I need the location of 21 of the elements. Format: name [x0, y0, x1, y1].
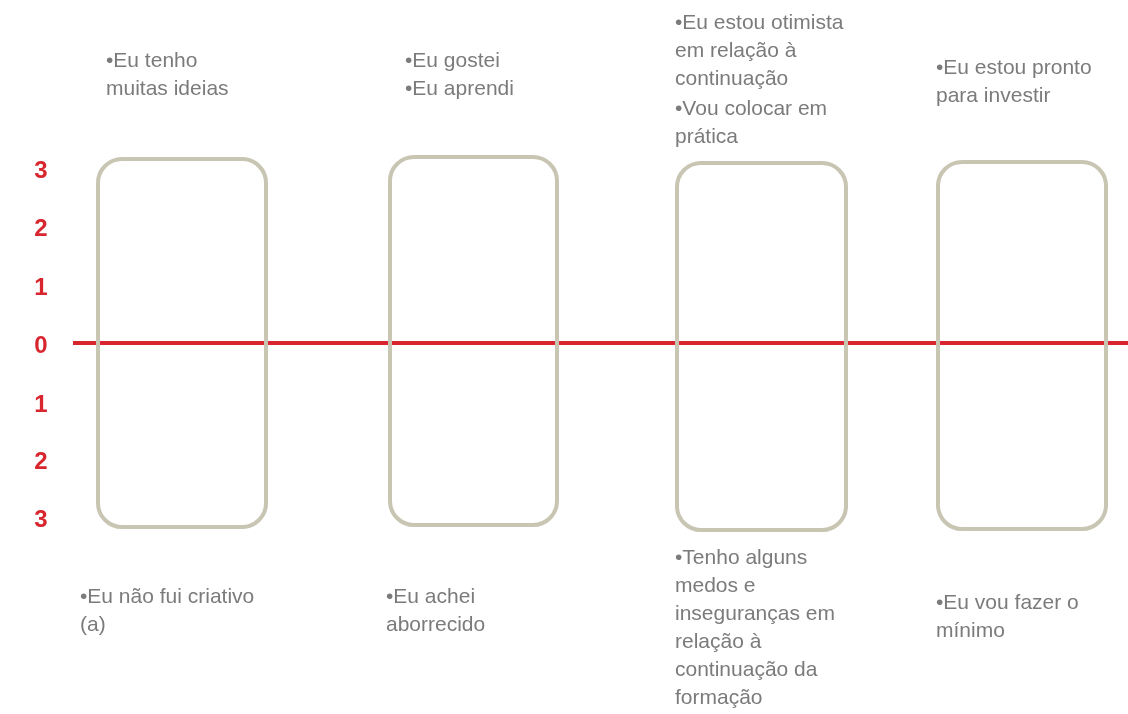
- scale-number: 1: [33, 390, 49, 418]
- rounded-box: [96, 157, 268, 529]
- statement-text: •Eu aprendi: [405, 75, 515, 101]
- statement-text: •Eu estou otimista em relação à continuação: [675, 9, 845, 91]
- scale-number: 2: [33, 214, 49, 242]
- scale-number: 0: [33, 331, 49, 359]
- statement-text: •Eu achei aborrecido: [386, 583, 487, 637]
- rounded-box: [936, 160, 1108, 531]
- rounded-box: [675, 161, 848, 532]
- scale-number: 2: [33, 447, 49, 475]
- scale-number: 3: [33, 156, 49, 184]
- statement-text: •Eu vou fazer o mínimo: [936, 589, 1080, 643]
- statement-text: •Eu tenho muitas ideias: [106, 47, 230, 101]
- statement-text: •Eu estou pronto para investir: [936, 54, 1093, 108]
- scale-number: 1: [33, 273, 49, 301]
- statement-text: •Eu gostei: [405, 47, 501, 73]
- statement-text: •Eu não fui criativo (a): [80, 583, 256, 637]
- rounded-box: [388, 155, 559, 527]
- scale-number: 3: [33, 505, 49, 533]
- statement-text: •Tenho alguns medos e inseguranças em relação à continuação da formação: [675, 544, 835, 710]
- statement-text: •Vou colocar em prática: [675, 95, 829, 149]
